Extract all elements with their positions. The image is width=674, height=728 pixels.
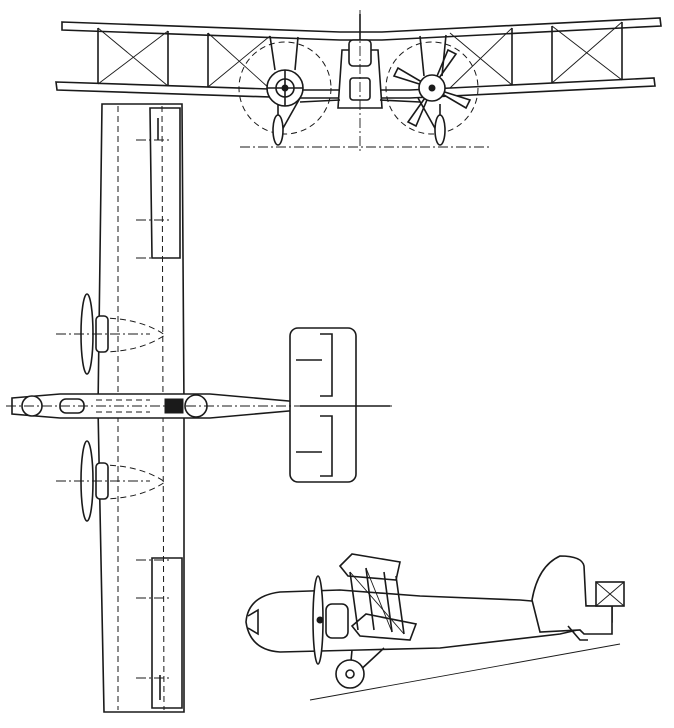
side-engine xyxy=(312,575,349,665)
plan-upper-nacelle xyxy=(56,293,166,375)
plan-strut-stations xyxy=(136,139,170,679)
side-fin-rudder xyxy=(531,555,625,635)
side-tail-skid xyxy=(567,625,588,641)
plan-lower-nacelle xyxy=(56,440,166,522)
front-struts-right xyxy=(511,22,623,85)
side-nose xyxy=(247,608,259,636)
front-lower-wing xyxy=(55,77,656,99)
front-left-propeller-disc xyxy=(238,41,332,135)
front-right-propeller-disc xyxy=(385,41,479,135)
side-struts xyxy=(349,567,405,635)
front-view xyxy=(55,10,662,152)
front-struts-left xyxy=(97,28,209,87)
side-ground-line xyxy=(309,643,621,701)
side-view xyxy=(245,553,625,701)
front-landing-gear xyxy=(272,97,446,146)
plan-tailplane xyxy=(289,327,357,483)
side-landing-gear xyxy=(335,647,385,689)
side-lower-wing xyxy=(350,613,418,641)
front-engine-struts xyxy=(269,34,447,77)
front-bracing-wires xyxy=(97,21,623,90)
front-upper-wing xyxy=(61,17,662,41)
plan-ailerons xyxy=(149,107,183,709)
front-left-engine xyxy=(266,69,304,107)
plan-view xyxy=(6,103,392,713)
side-upper-wing xyxy=(338,553,401,581)
front-right-engine xyxy=(392,48,472,128)
